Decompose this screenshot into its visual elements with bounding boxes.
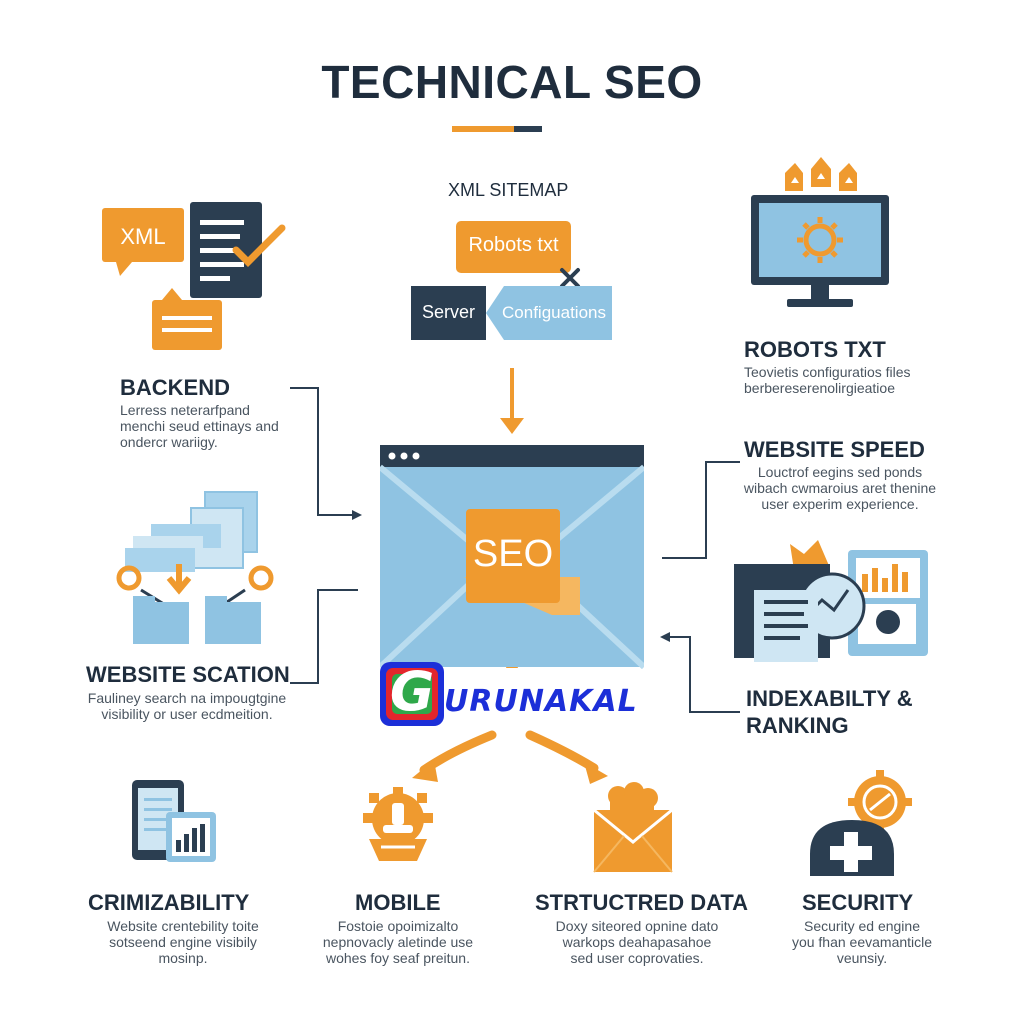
tablet-chart-icon: [132, 780, 216, 862]
security-desc-line: you fhan eevamanticle: [791, 934, 933, 950]
indexability-heading-line1: INDEXABILTY &: [746, 686, 913, 711]
structured-desc-line: sed user coprovaties.: [570, 950, 704, 966]
crimizability-description: Website crentebility toite sotseend engi…: [68, 918, 298, 966]
folders-network-icon: [116, 491, 274, 644]
watermark-text: URUNAKAL: [444, 684, 638, 719]
backend-desc-line: menchi seud ettinays and: [120, 418, 279, 434]
robots-txt-label: Robots txt: [468, 234, 559, 256]
backend-desc-line: Lerress neterarfpand: [120, 402, 250, 418]
analytics-dashboard-icon: [734, 540, 928, 662]
website-speed-description: Louctrof eegins sed ponds wibach cwmaroi…: [730, 464, 950, 512]
robots-desc-line: berbereserenolirgieatioe: [744, 380, 895, 396]
crimizability-desc-line: sotseend engine visibily: [109, 934, 257, 950]
scation-desc-line: Fauliney search na impougtgine: [87, 690, 287, 706]
close-x-icon: [560, 268, 580, 288]
backend-heading: BACKEND: [120, 375, 230, 400]
server-box: [411, 286, 486, 340]
shield-gear-icon: [810, 770, 912, 876]
xml-document-icon: [102, 202, 286, 350]
mobile-desc-line: nepnovacly aletinde use: [322, 934, 474, 950]
security-desc-line: Security ed engine: [804, 918, 920, 934]
website-scation-description: Fauliney search na impougtgine visibilit…: [78, 690, 296, 722]
xml-icon-label: XML: [120, 224, 166, 249]
security-heading: SECURITY: [802, 890, 914, 915]
website-speed-heading: WEBSITE SPEED: [744, 437, 925, 462]
website-scation-heading: WEBSITE SCATION: [86, 662, 290, 687]
monitor-gear-icon: [751, 157, 889, 307]
scation-desc-line: visibility or user ecdmeition.: [101, 706, 273, 722]
watermark-logo: G URUNAKAL: [378, 660, 648, 728]
xml-sitemap-heading: XML SITEMAP: [448, 180, 569, 200]
speed-desc-line: user experim experience.: [761, 496, 919, 512]
structured-desc-line: Doxy siteored opnine dato: [555, 918, 719, 934]
mobile-gear-icon: [363, 787, 433, 861]
crimizability-desc-line: Website crentebility toite: [107, 918, 259, 934]
backend-description: Lerress neterarfpand menchi seud ettinay…: [120, 402, 279, 450]
title-underline-navy: [514, 126, 542, 132]
backend-desc-line: ondercr wariigy.: [120, 434, 218, 450]
structured-desc-line: warkops deahapasahoe: [562, 934, 712, 950]
configurations-label: Configuations: [502, 303, 606, 322]
indexability-heading-line2: RANKING: [746, 713, 849, 738]
envelope-icon: [593, 782, 673, 873]
crimizability-desc-line: mosinp.: [158, 950, 208, 966]
robots-txt-heading: ROBOTS TXT: [744, 337, 886, 362]
robots-txt-box: [456, 221, 571, 273]
configurations-box: [486, 286, 612, 340]
speed-desc-line: Louctrof eegins sed ponds: [757, 464, 923, 480]
security-description: Security ed engine you fhan eevamanticle…: [776, 918, 948, 966]
mobile-description: Fostoie opoimizalto nepnovacly aletinde …: [300, 918, 496, 966]
title-underline-orange: [452, 126, 514, 132]
mobile-desc-line: Fostoie opoimizalto: [337, 918, 459, 934]
structured-data-description: Doxy siteored opnine dato warkops deahap…: [528, 918, 746, 966]
crimizability-heading: CRIMIZABILITY: [88, 890, 250, 915]
structured-data-heading: STRTUCTRED DATA: [535, 890, 749, 915]
robots-txt-description: Teovietis configuratios files berbereser…: [744, 364, 911, 396]
robots-desc-line: Teovietis configuratios files: [744, 364, 911, 380]
browser-window-icon: [380, 445, 644, 669]
watermark-letter-g: G: [389, 660, 435, 723]
watermark-g-icon: [380, 662, 444, 726]
speed-desc-line: wibach cwmaroius aret thenine: [743, 480, 937, 496]
seo-center-label: SEO: [472, 533, 554, 575]
page-title: TECHNICAL SEO: [321, 56, 703, 108]
security-desc-line: veunsiy.: [836, 950, 888, 966]
mobile-desc-line: wohes foy seaf preitun.: [326, 950, 470, 966]
mobile-heading: MOBILE: [355, 890, 441, 915]
server-label: Server: [421, 302, 475, 322]
